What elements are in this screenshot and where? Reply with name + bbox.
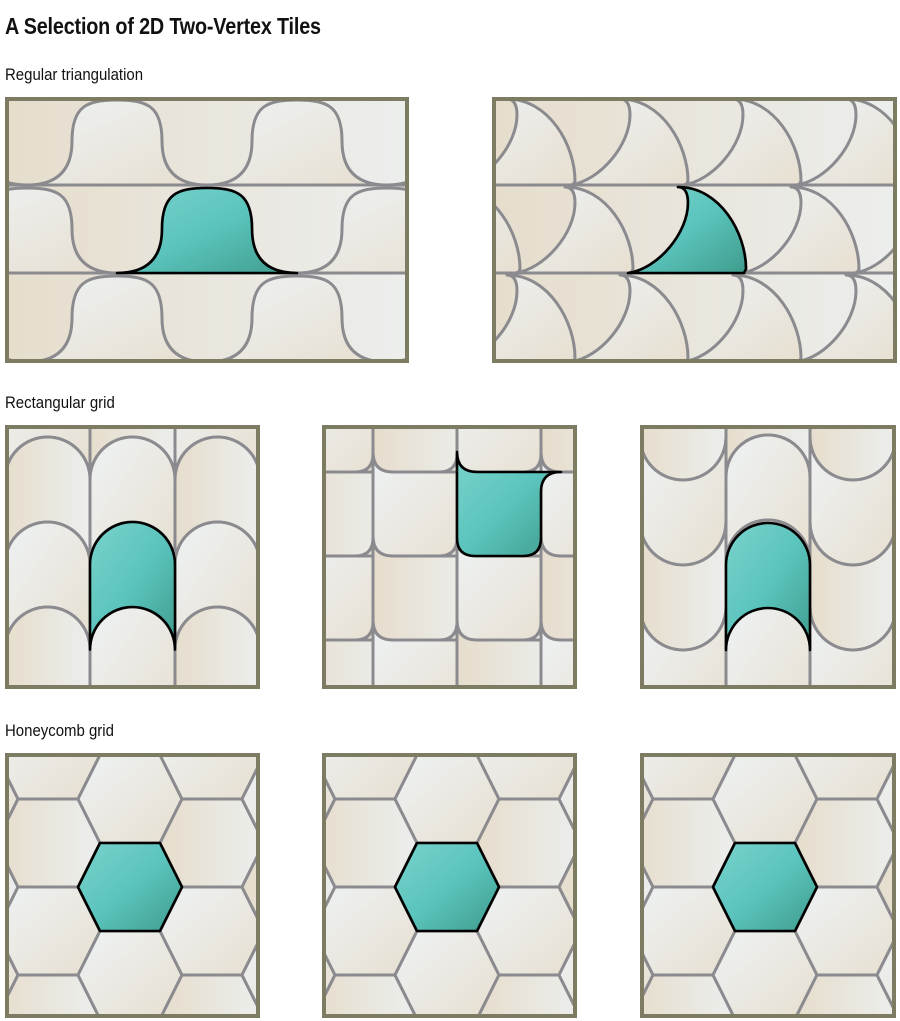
figure-title: A Selection of 2D Two-Vertex Tiles: [5, 13, 321, 39]
panel-frame: [640, 753, 896, 1018]
panel-frame: [322, 425, 577, 689]
tiling-panel-arch-staggered: [640, 425, 896, 689]
highlighted-tile: [393, 841, 501, 933]
highlighted-tile: [711, 841, 819, 933]
highlighted-tile: [724, 521, 812, 652]
panel-frame: [322, 753, 577, 1018]
section-label-rectangular-grid: Rectangular grid: [5, 393, 115, 412]
tiling-panel-hex-2: [322, 753, 577, 1018]
tiling-panel-fin: [492, 97, 897, 363]
panel-frame: [5, 753, 260, 1018]
tiling-panel-square-hook: [322, 425, 577, 689]
panel-frame: [492, 97, 897, 363]
highlighted-tile: [626, 185, 748, 275]
highlighted-tile: [88, 520, 177, 651]
tiling-panel-bell: [5, 97, 409, 363]
tiling-fill: [322, 425, 577, 689]
tiling-panel-hex-1: [5, 753, 260, 1018]
section-label-honeycomb-grid: Honeycomb grid: [5, 721, 114, 740]
section-label-regular-triangulation: Regular triangulation: [5, 65, 144, 84]
tiling-panel-arch-aligned: [5, 425, 260, 689]
highlighted-tile: [455, 450, 563, 558]
tiling-panel-hex-3: [640, 753, 896, 1018]
highlighted-tile: [115, 186, 299, 275]
highlighted-tile: [76, 841, 184, 933]
panel-frame: [5, 97, 409, 363]
panel-frame: [640, 425, 896, 689]
panel-frame: [5, 425, 260, 689]
